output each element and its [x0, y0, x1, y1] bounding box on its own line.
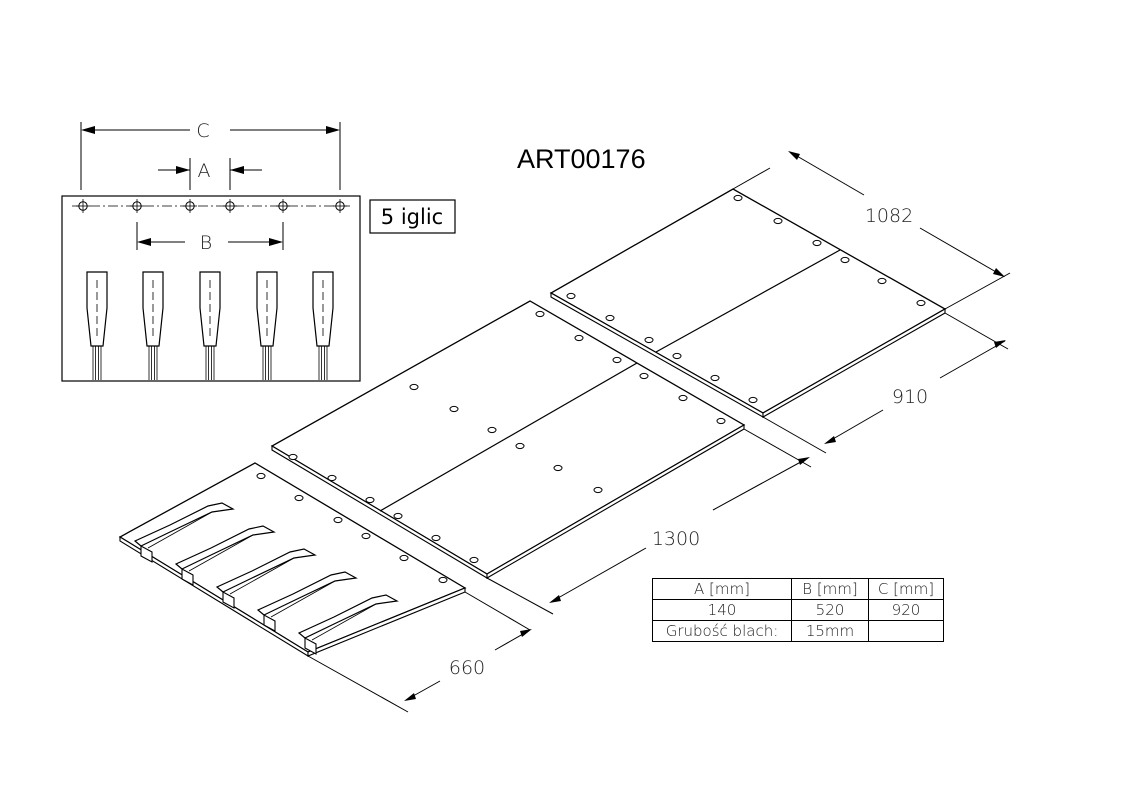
bottom-plate-holes — [256, 472, 448, 584]
dimension-1082-label: 1082 — [865, 205, 913, 227]
spec-value-b: 520 — [791, 599, 869, 621]
middle-plate-holes — [288, 310, 726, 564]
needle-slot — [215, 548, 317, 609]
needle-holes — [76, 199, 347, 213]
needle-detail-view: C A B — [61, 120, 361, 382]
top-plate — [549, 188, 947, 418]
spec-value-row: 140 520 920 — [652, 599, 944, 621]
dimension-b-label: B — [200, 232, 212, 254]
detail-hole — [76, 199, 90, 213]
top-plate-holes — [566, 194, 926, 404]
detail-hole — [223, 199, 237, 213]
spec-thickness-value: 15mm — [791, 620, 869, 642]
spec-header-row: A [mm] B [mm] C [mm] — [652, 578, 944, 600]
spec-thickness-row: Grubość blach: 15mm — [652, 620, 944, 642]
detail-hole — [130, 199, 144, 213]
dimension-660: 660 — [307, 591, 532, 713]
spec-value-c: 920 — [868, 599, 944, 621]
drawing-title: ART00176 — [517, 144, 646, 174]
needle — [199, 271, 221, 380]
spec-table: A [mm] B [mm] C [mm] 140 520 920 Grubość… — [652, 578, 944, 642]
needle-count-label: 5 iglic — [369, 199, 456, 234]
needle-slot — [174, 525, 276, 586]
needle-slot — [297, 594, 399, 655]
needles — [86, 271, 334, 380]
dimension-1300: 1300 — [486, 428, 812, 615]
needle — [86, 271, 108, 380]
detail-hole — [183, 199, 197, 213]
spec-thickness-label: Grubość blach: — [652, 620, 792, 642]
middle-plate — [270, 300, 746, 579]
detail-hole — [276, 199, 290, 213]
dimension-b: B — [136, 222, 284, 254]
dimension-c: C — [80, 120, 341, 190]
dimension-1300-label: 1300 — [652, 528, 700, 550]
needle — [142, 271, 164, 380]
dimension-a-label: A — [198, 160, 211, 182]
spec-header-a: A [mm] — [652, 578, 792, 600]
spec-header-b: B [mm] — [791, 578, 869, 600]
dimension-660-label: 660 — [449, 657, 485, 679]
spec-thickness-extra — [868, 620, 944, 642]
spec-header-c: C [mm] — [868, 578, 944, 600]
dimension-910: 910 — [762, 312, 1009, 454]
needle-slot — [133, 502, 235, 563]
dimension-c-label: C — [196, 120, 209, 142]
detail-hole — [333, 199, 347, 213]
needle-count-text: 5 iglic — [381, 205, 443, 229]
needle — [312, 271, 334, 380]
dimension-a: A — [158, 158, 262, 190]
needle-slot — [256, 571, 358, 632]
needle — [256, 271, 278, 380]
detail-frame — [61, 195, 361, 382]
dimension-1082: 1082 — [732, 151, 1011, 310]
spec-value-a: 140 — [652, 599, 792, 621]
needle-slots — [133, 502, 399, 655]
dimension-910-label: 910 — [892, 386, 928, 408]
